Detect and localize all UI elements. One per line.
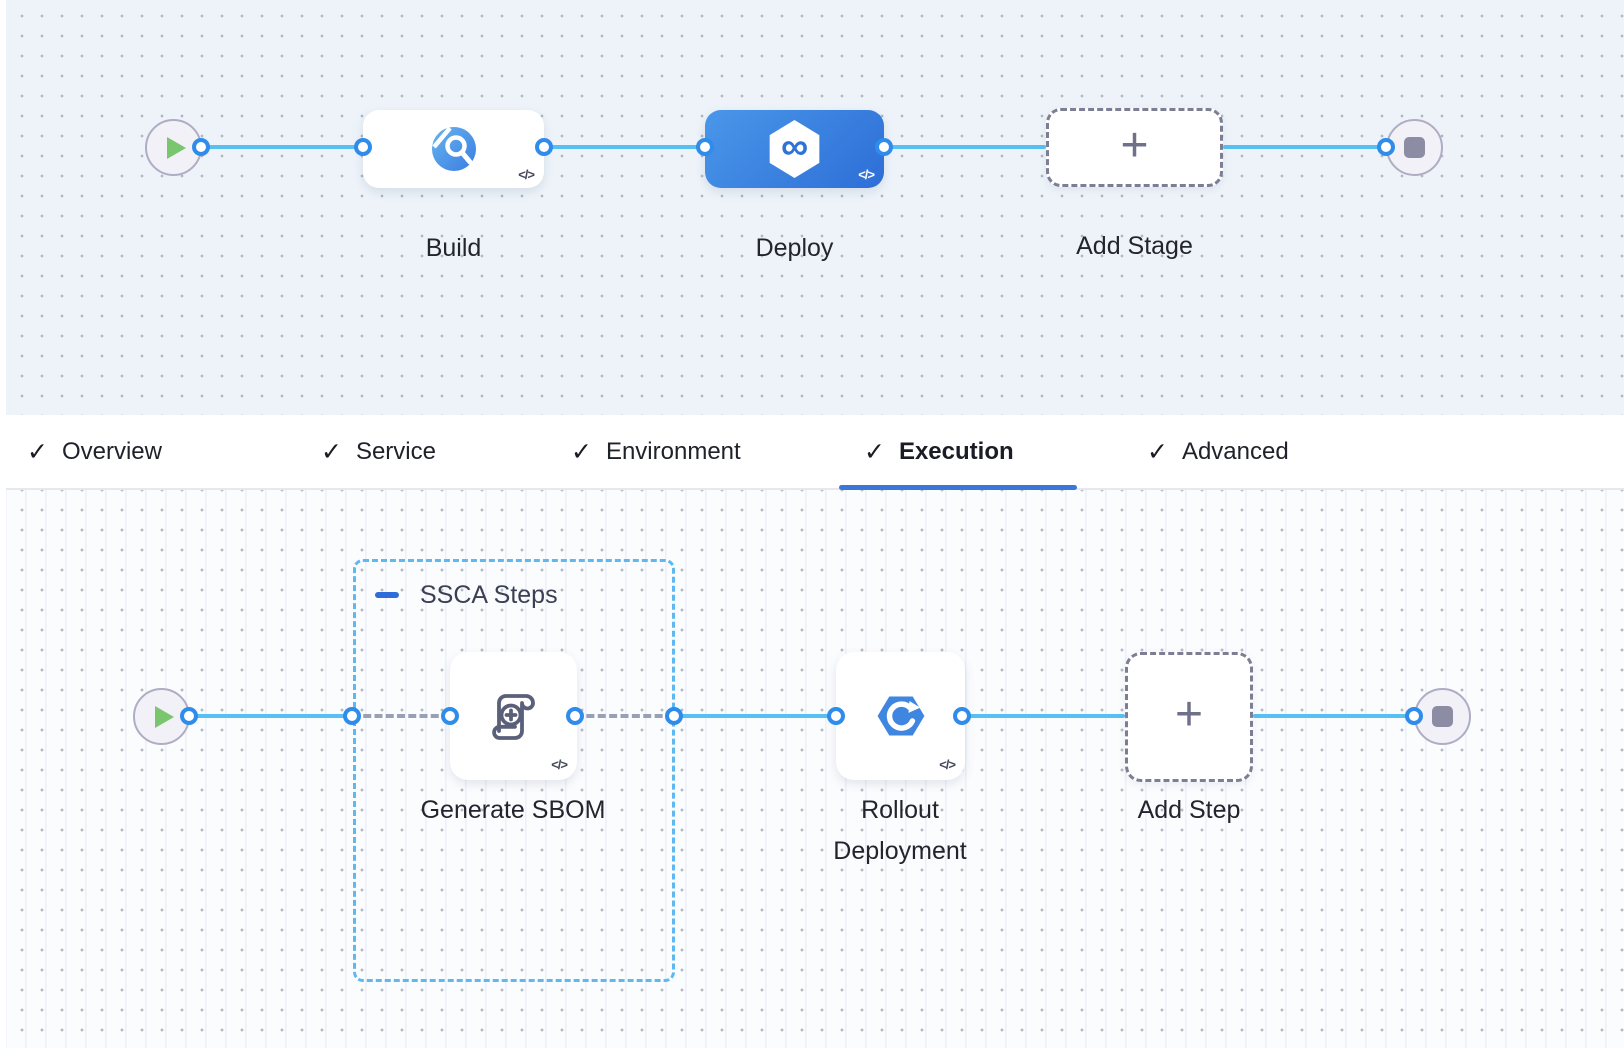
plus-icon: +	[1120, 118, 1149, 172]
connector-point[interactable]	[696, 138, 714, 156]
connector-point[interactable]	[343, 707, 361, 725]
play-icon	[154, 705, 174, 728]
connector-point[interactable]	[441, 707, 459, 725]
check-icon: ✓	[864, 437, 885, 466]
connector-point[interactable]	[875, 138, 893, 156]
stop-icon	[1404, 137, 1425, 158]
stage-label: Add Stage	[1076, 232, 1193, 260]
connector-line	[884, 145, 1046, 149]
tab-environment[interactable]: ✓ Environment	[571, 437, 741, 466]
check-icon: ✓	[321, 437, 342, 466]
check-icon: ✓	[27, 437, 48, 466]
connector-point[interactable]	[180, 707, 198, 725]
execution-canvas[interactable]: SSCA Steps </> Generate SBOM	[0, 490, 1624, 1048]
tab-execution[interactable]: ✓ Execution	[864, 437, 1014, 466]
cd-deploy-icon: ∞	[769, 120, 820, 178]
connector-line	[544, 145, 705, 149]
step-label: Add Step	[1137, 796, 1241, 824]
connector-point[interactable]	[535, 138, 553, 156]
connector-point[interactable]	[566, 707, 584, 725]
connector-point[interactable]	[665, 707, 683, 725]
tab-service[interactable]: ✓ Service	[321, 437, 436, 466]
step-label: Generate SBOM	[420, 796, 606, 824]
connector-point[interactable]	[1377, 138, 1395, 156]
connector-line	[189, 714, 352, 718]
connector-line	[674, 714, 836, 718]
stage-node-deploy[interactable]: ∞ </>	[705, 110, 884, 188]
tab-advanced[interactable]: ✓ Advanced	[1147, 437, 1289, 466]
connector-line-dashed	[575, 714, 674, 718]
tab-overview[interactable]: ✓ Overview	[27, 437, 162, 466]
play-icon	[166, 136, 186, 159]
canvas-left-edge	[0, 0, 6, 1048]
add-stage-button[interactable]: +	[1046, 108, 1223, 187]
stop-icon	[1432, 706, 1453, 727]
execution-end-node[interactable]	[1414, 688, 1471, 745]
sbom-scroll-icon	[491, 694, 535, 740]
stage-node-build[interactable]: </>	[363, 110, 544, 188]
check-icon: ✓	[571, 437, 592, 466]
connector-point[interactable]	[354, 138, 372, 156]
rollout-refresh-icon	[877, 696, 924, 736]
connector-point[interactable]	[192, 138, 210, 156]
stage-config-tabbar: ✓ Overview ✓ Service ✓ Environment ✓ Exe…	[0, 415, 1624, 490]
code-toggle-icon[interactable]: </>	[518, 167, 535, 182]
code-toggle-icon[interactable]: </>	[551, 757, 568, 772]
plus-icon: +	[1174, 688, 1204, 741]
check-icon: ✓	[1147, 437, 1168, 466]
add-step-button[interactable]: +	[1125, 652, 1253, 782]
connector-line	[1253, 714, 1414, 718]
stage-label: Build	[425, 234, 482, 262]
step-group-label: SSCA Steps	[420, 581, 558, 609]
pipeline-end-node[interactable]	[1386, 119, 1443, 176]
connector-point[interactable]	[1405, 707, 1423, 725]
stage-label: Deploy	[755, 234, 834, 262]
connector-line	[1223, 145, 1386, 149]
step-label: Rollout Deployment	[833, 796, 967, 865]
ci-build-icon	[431, 126, 476, 171]
step-node-generate-sbom[interactable]: </>	[450, 652, 577, 780]
active-tab-underline	[839, 485, 1077, 490]
collapse-group-button[interactable]	[375, 592, 399, 598]
code-toggle-icon[interactable]: </>	[858, 167, 875, 182]
connector-point[interactable]	[827, 707, 845, 725]
connector-line-dashed	[352, 714, 450, 718]
step-node-rollout-deployment[interactable]: </>	[836, 652, 965, 780]
step-group-ssca[interactable]	[353, 559, 675, 982]
stage-pipeline-canvas[interactable]: </> Build ∞ </> Deploy + Add Stage	[0, 0, 1624, 415]
code-toggle-icon[interactable]: </>	[939, 757, 956, 772]
connector-point[interactable]	[953, 707, 971, 725]
connector-line	[962, 714, 1125, 718]
connector-line	[201, 145, 363, 149]
